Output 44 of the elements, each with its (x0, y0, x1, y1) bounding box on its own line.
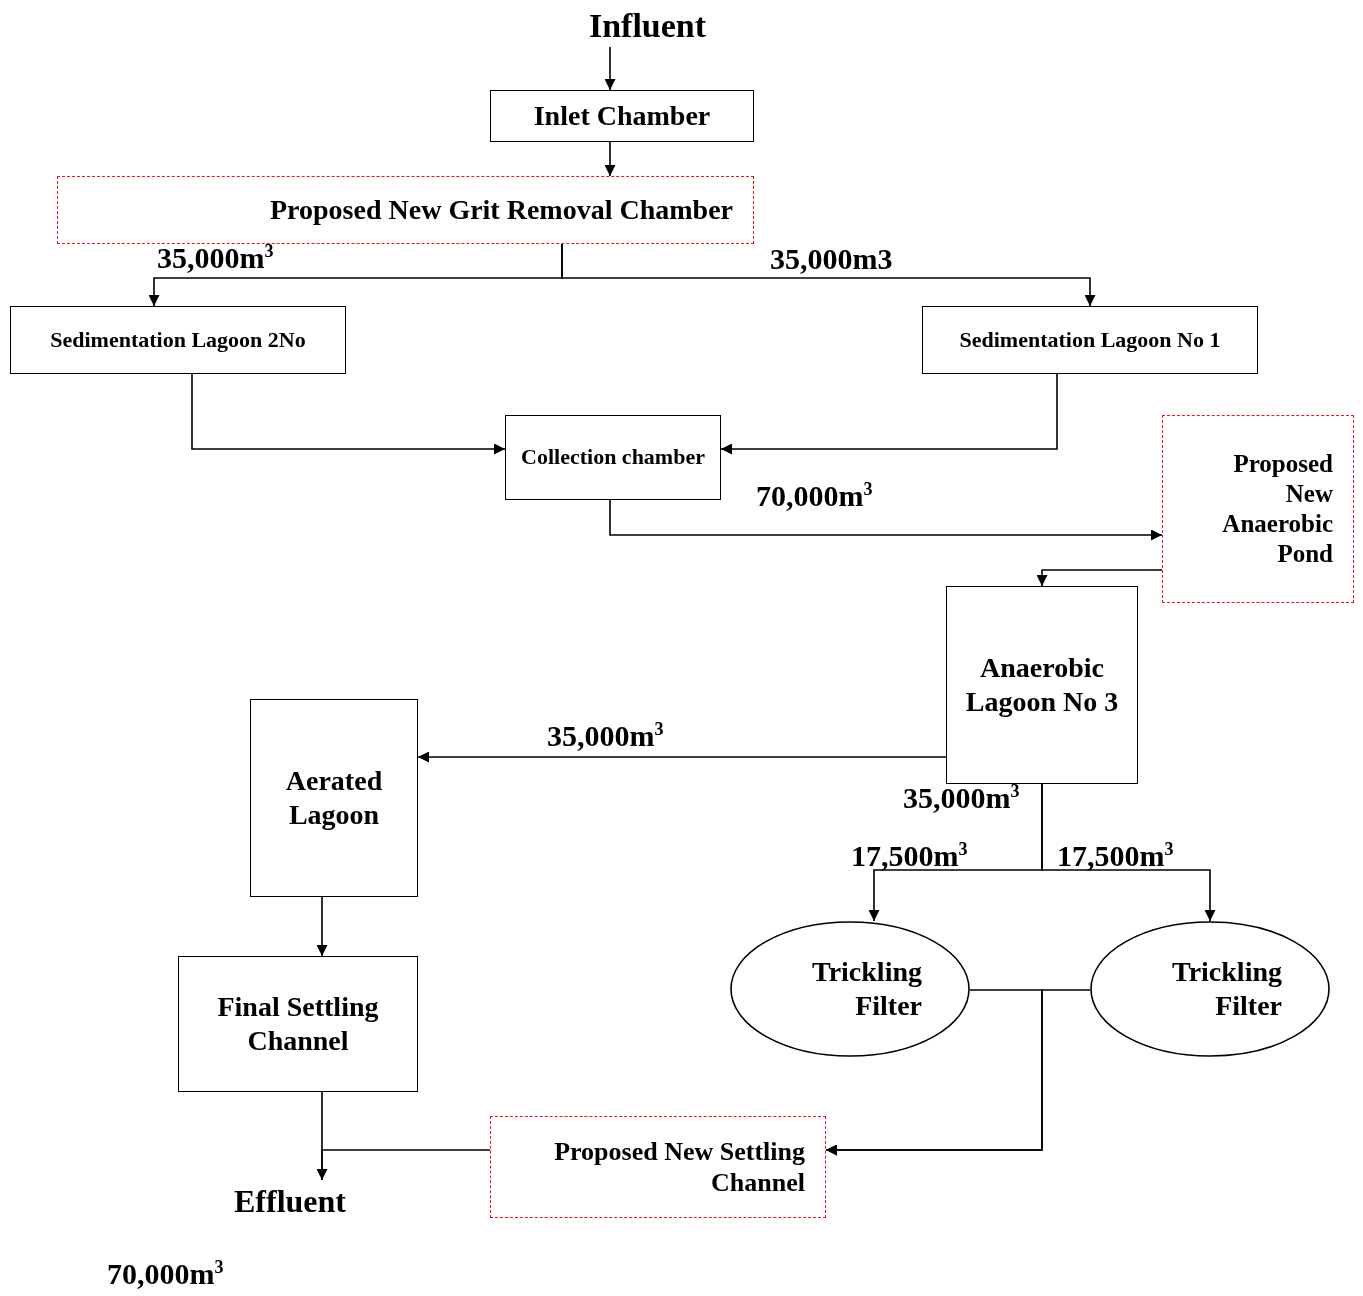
arrow (604, 141, 616, 177)
box-label: Inlet Chamber (533, 99, 711, 133)
edge-label: 35,000m$^{3}$ (157, 242, 274, 273)
edge-label: 17,500m$^{3}$ (1057, 840, 1174, 871)
flow-volume: 35,000m$^{3}$ (903, 782, 1020, 813)
box-label: Aerated Lagoon (284, 764, 384, 832)
arrow (604, 46, 616, 91)
arrow (191, 373, 506, 455)
process-box (505, 415, 721, 500)
box-label: Anaerobic Lagoon No 3 (964, 651, 1120, 719)
arrow (561, 243, 1096, 307)
arrow (1041, 783, 1216, 922)
edge-label: 35,000m3 (770, 244, 893, 274)
edge-label: 35,000m$^{3}$ (547, 720, 664, 751)
proposed-box (490, 1116, 826, 1218)
process-box (946, 586, 1138, 784)
arrow (720, 373, 1058, 455)
box-label: Trickling Filter (1171, 955, 1282, 1023)
box-label: Proposed New Grit Removal Chamber (270, 193, 733, 227)
arrow (316, 896, 328, 957)
edge-label: 17,500m$^{3}$ (851, 840, 968, 871)
process-box (178, 956, 418, 1092)
box-label: Proposed New Anaerobic Pond (1221, 449, 1333, 569)
box-label: Collection chamber (521, 444, 705, 471)
process-box (250, 699, 418, 897)
arrow (316, 1149, 491, 1181)
process-box (922, 306, 1258, 374)
proposed-box (1162, 415, 1354, 603)
flow-label: Influent (575, 5, 720, 47)
flow-label: Effluent (215, 1180, 365, 1222)
edge-label: 70,000m$^{3}$ (756, 480, 873, 511)
arrow (417, 751, 947, 763)
box-label: Sedimentation Lagoon No 1 (959, 326, 1221, 354)
proposed-box (57, 176, 754, 244)
process-box (10, 306, 346, 374)
arrow (825, 989, 1091, 1156)
arrow (1036, 569, 1163, 587)
process-box (490, 90, 754, 142)
box-label: Trickling Filter (811, 955, 922, 1023)
arrow (609, 499, 1163, 541)
box-label: Sedimentation Lagoon 2No (50, 326, 306, 354)
flow-volume: 70,000m$^{3}$ (107, 1258, 224, 1289)
box-label: Proposed New Settling Channel (553, 1135, 805, 1199)
box-label: Final Settling Channel (216, 990, 380, 1058)
